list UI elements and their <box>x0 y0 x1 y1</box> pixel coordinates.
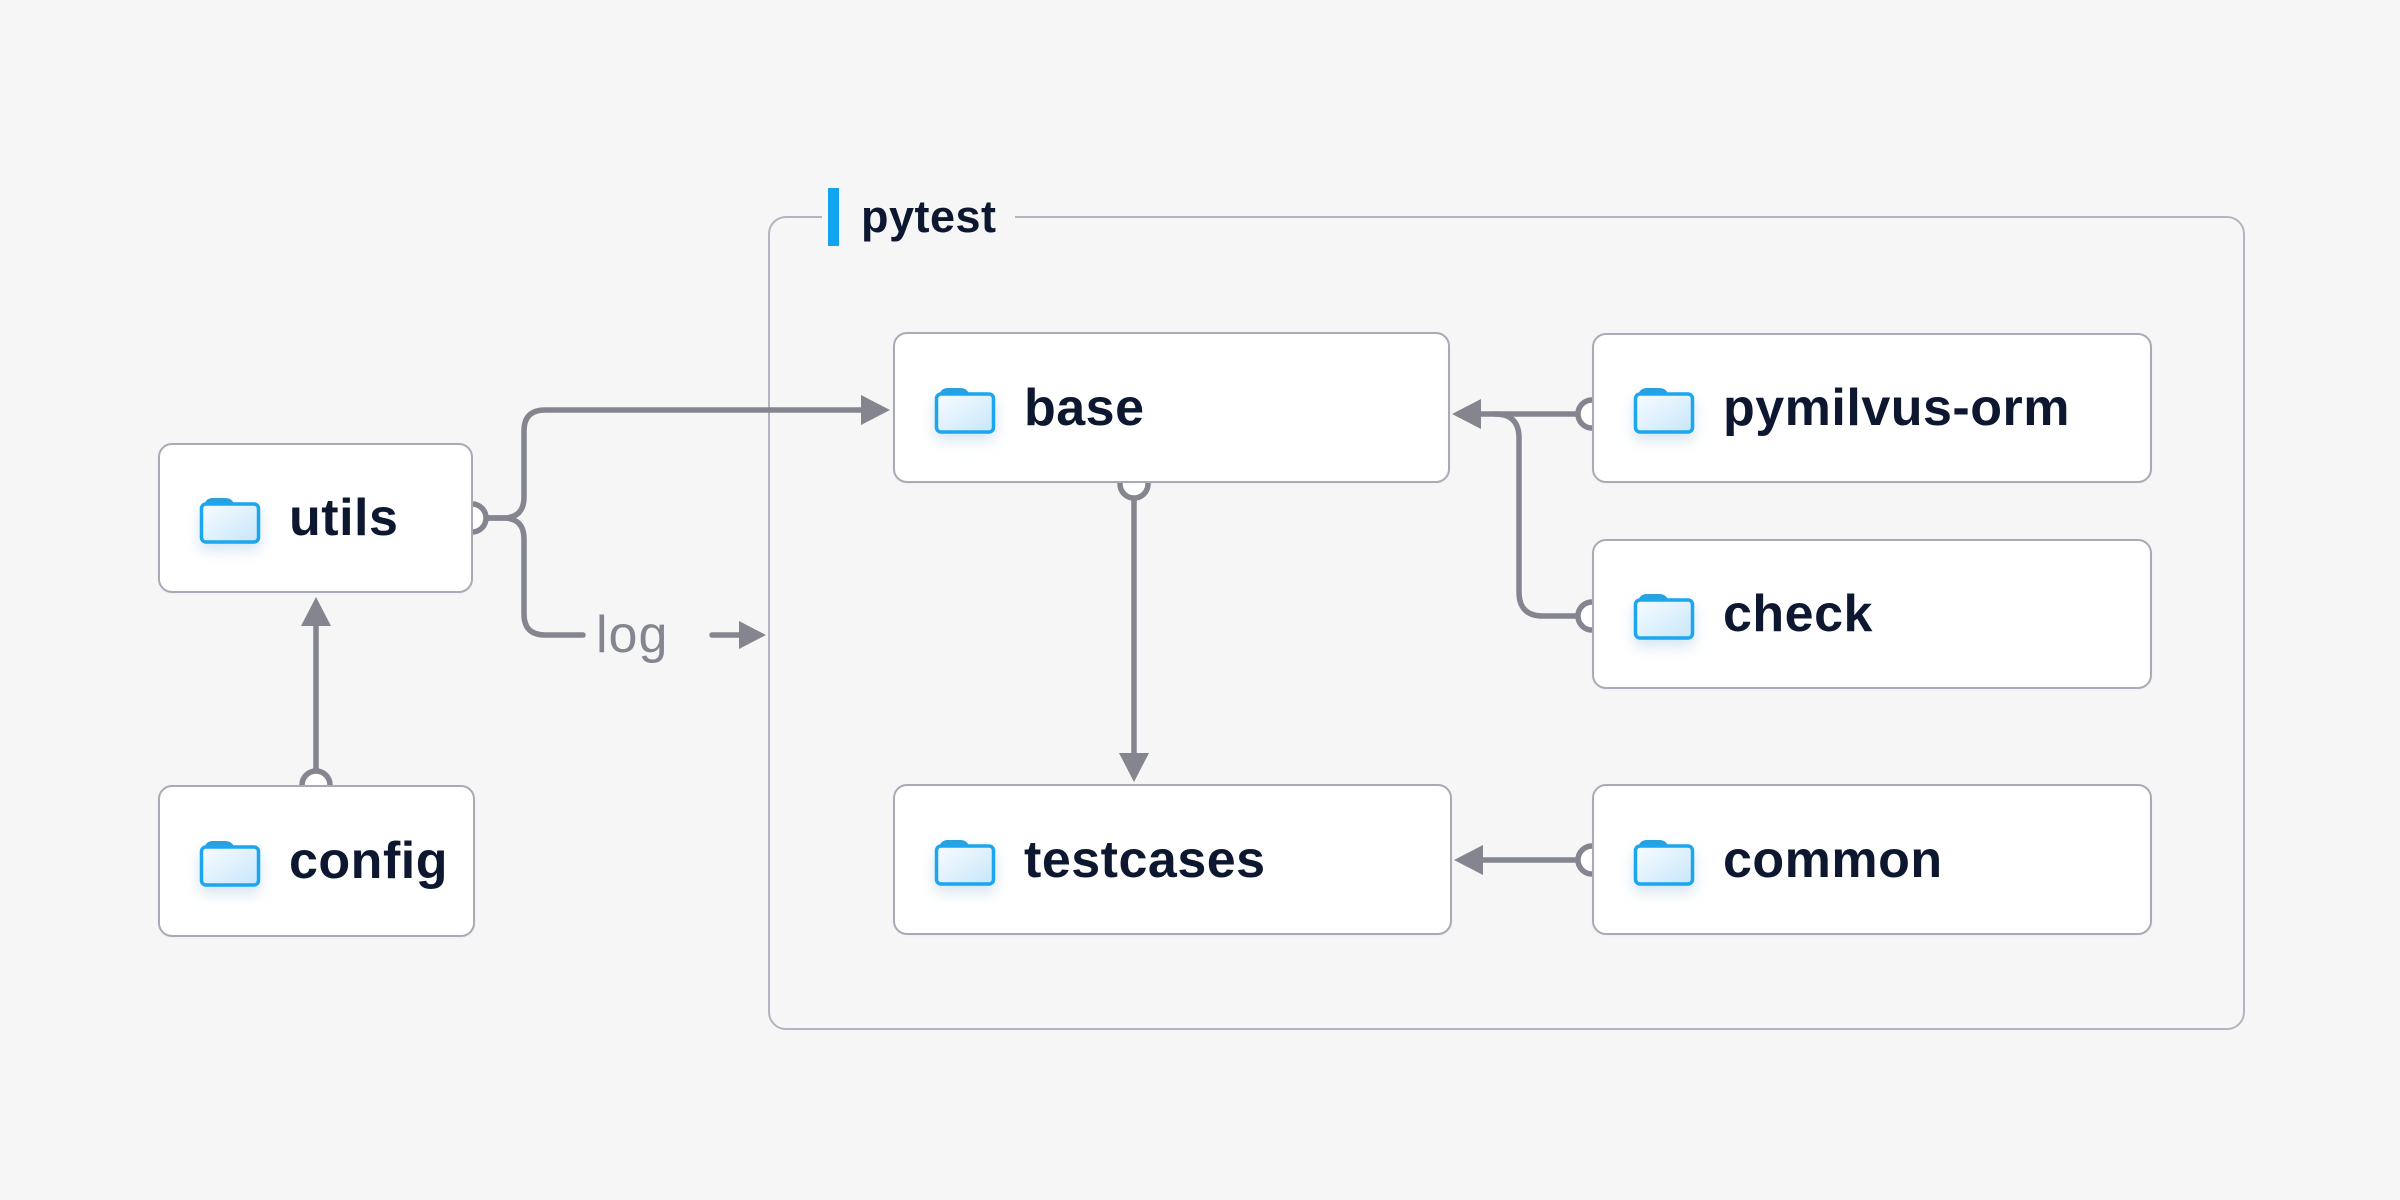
node-label: base <box>1024 378 1145 437</box>
accent-bar-icon <box>828 188 839 246</box>
pytest-group-label: pytest <box>822 187 1015 247</box>
node-check[interactable]: check <box>1592 539 2152 689</box>
folder-icon <box>1632 587 1696 641</box>
edge-utils-log <box>484 515 586 638</box>
node-utils[interactable]: utils <box>158 443 473 593</box>
node-common[interactable]: common <box>1592 784 2152 935</box>
folder-icon <box>198 834 262 888</box>
folder-icon <box>933 381 997 435</box>
node-base[interactable]: base <box>893 332 1450 483</box>
pytest-group-box: pytest <box>768 187 2245 1030</box>
arrowhead-config-utils <box>301 597 331 626</box>
node-pymilvus-orm[interactable]: pymilvus-orm <box>1592 333 2152 483</box>
node-label: common <box>1723 830 1943 889</box>
folder-icon <box>1632 833 1696 887</box>
folder-icon <box>1632 381 1696 435</box>
log-edge-label: log <box>596 606 669 664</box>
node-label: config <box>289 832 448 890</box>
arrowhead-log-pytest <box>739 621 766 649</box>
node-label: check <box>1723 585 1873 643</box>
node-config[interactable]: config <box>158 785 475 937</box>
node-testcases[interactable]: testcases <box>893 784 1452 935</box>
folder-icon <box>198 491 262 545</box>
group-title: pytest <box>861 191 997 242</box>
node-label: testcases <box>1024 830 1266 889</box>
node-label: utils <box>289 489 399 547</box>
node-label: pymilvus-orm <box>1723 379 2070 437</box>
folder-icon <box>933 833 997 887</box>
